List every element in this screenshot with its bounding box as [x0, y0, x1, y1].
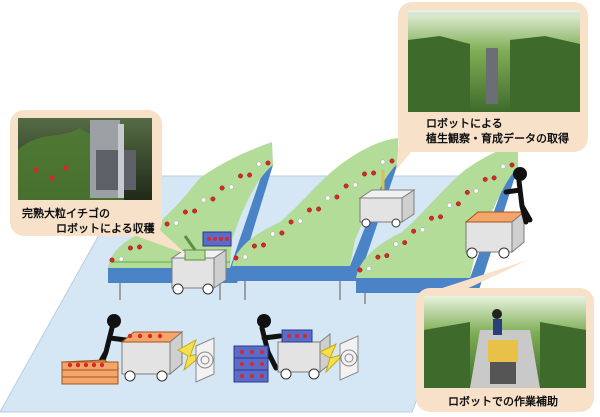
blue-crate-icon [202, 231, 232, 247]
strawberry-icon [247, 172, 253, 178]
flower-icon [242, 254, 248, 260]
flower-icon [366, 266, 372, 271]
strawberry-icon [164, 221, 170, 227]
strawberry-icon [389, 158, 395, 164]
transport-robot-middle [277, 329, 346, 380]
observation-caption-line2: 植生観察・育成データの取得 [426, 132, 569, 145]
orange-crate-stack [60, 359, 120, 385]
harvest-robot [170, 231, 232, 295]
strawberry-icon [288, 219, 294, 225]
harvest-photo [18, 118, 152, 200]
strawberry-icon [210, 196, 216, 202]
assist-caption: ロボットでの作業補助 [448, 395, 558, 408]
strawberry-icon [316, 206, 322, 212]
harvest-caption-line1: 完熟大粒イチゴの [22, 207, 110, 220]
flower-icon [173, 220, 179, 226]
flower-icon [325, 195, 331, 201]
strawberry-icon [375, 254, 381, 260]
assist-robot-top [464, 210, 526, 259]
strawberry-icon [182, 209, 188, 215]
strawberry-icon [334, 194, 340, 200]
strawberry-icon [509, 162, 515, 168]
strawberry-icon [238, 173, 243, 179]
strawberry-icon [429, 215, 434, 221]
strawberry-icon [306, 207, 312, 213]
assist-bubble-tail [430, 260, 528, 292]
strawberry-icon [192, 208, 198, 214]
strawberry-icon [411, 228, 417, 234]
strawberry-icon [362, 171, 367, 177]
flower-icon [201, 197, 207, 203]
harvest-caption-line2: ロボットによる収穫 [56, 222, 155, 235]
strawberry-icon [109, 257, 115, 263]
flower-icon [256, 161, 262, 167]
strawberry-icon [357, 267, 363, 273]
strawberry-icon [371, 170, 377, 176]
strawberry-icon [464, 189, 470, 195]
flower-icon [118, 256, 124, 262]
transport-robot-left [120, 330, 207, 382]
strawberry-icon [455, 201, 461, 207]
strawberry-icon [261, 242, 266, 248]
blue-crate-stack [233, 345, 269, 383]
observation-photo [408, 10, 580, 112]
strawberry-icon [482, 176, 488, 182]
flower-icon [352, 182, 358, 188]
flower-icon [500, 164, 506, 169]
strawberry-icon [251, 243, 257, 249]
flower-icon [270, 231, 276, 237]
flower-icon [473, 188, 479, 194]
flower-icon [380, 159, 386, 165]
strawberry-icon [343, 183, 349, 189]
strawberry-icon [402, 240, 408, 246]
charging-station [339, 335, 359, 381]
strawberry-icon [219, 185, 225, 191]
strawberry-icon [438, 214, 443, 220]
observation-robot [358, 170, 416, 228]
charging-station [195, 337, 215, 383]
assist-photo [424, 296, 586, 388]
strawberry-icon [233, 255, 239, 261]
strawberry-icon [137, 244, 142, 250]
strawberry-icon [265, 160, 271, 166]
flower-icon [228, 184, 234, 190]
strawberry-icon [491, 175, 497, 181]
strawberry-icon [384, 253, 390, 259]
strawberry-icon [279, 230, 285, 236]
flower-icon [420, 227, 426, 233]
worker-icon [503, 167, 533, 225]
flower-icon [446, 202, 452, 208]
strawberry-icon [127, 245, 133, 251]
strawberry-dots [109, 158, 515, 273]
flower-icon [393, 241, 399, 247]
flower-icon [297, 218, 303, 224]
observation-caption-line1: ロボットによる [426, 117, 503, 130]
